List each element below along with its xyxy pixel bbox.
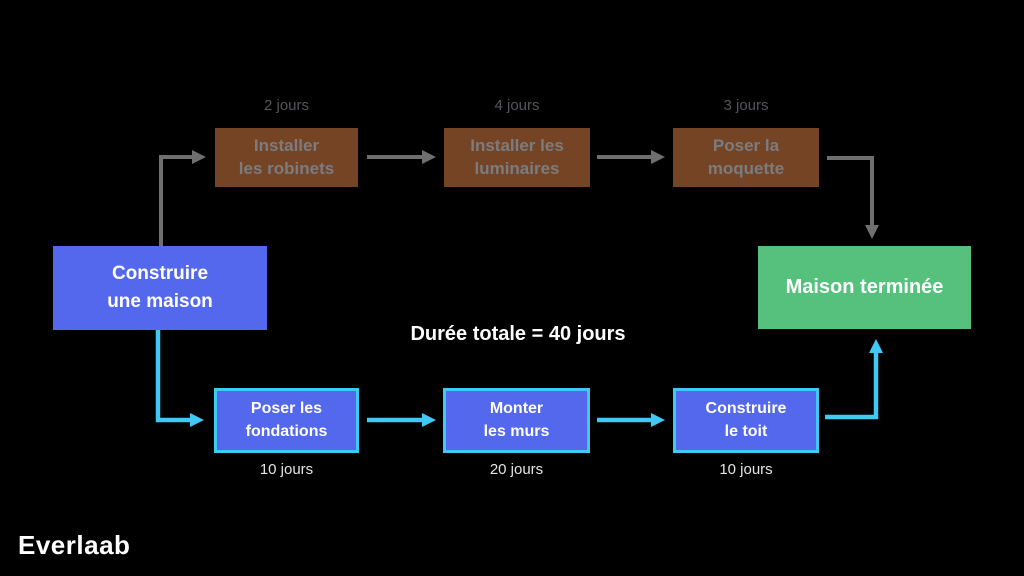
node-monter-les-murs: Monter les murs bbox=[443, 388, 590, 453]
node-end-maison-terminee: Maison terminée bbox=[758, 246, 971, 329]
arrow-start-to-robinets bbox=[159, 150, 206, 246]
duration-murs: 20 jours bbox=[489, 461, 544, 478]
everlaab-logo: Everlaab bbox=[18, 530, 131, 560]
duration-moquette: 3 jours bbox=[723, 97, 769, 114]
arrow-moquette-to-end bbox=[827, 156, 879, 239]
node-installer-les-luminaires: Installer les luminaires bbox=[444, 128, 590, 187]
arrow-toit-to-end bbox=[825, 339, 883, 420]
duration-luminaires: 4 jours bbox=[494, 97, 540, 114]
total-duration-text: Durée totale = 40 jours bbox=[410, 323, 626, 345]
duration-fondations: 10 jours bbox=[259, 461, 314, 478]
duration-toit: 10 jours bbox=[719, 461, 773, 478]
node-construire-le-toit: Construire le toit bbox=[673, 388, 819, 453]
arrow-start-to-fondations bbox=[155, 330, 204, 427]
node-poser-la-moquette: Poser la moquette bbox=[673, 128, 819, 187]
node-poser-les-fondations: Poser les fondations bbox=[214, 388, 359, 453]
node-start-construire-une-maison: Construire une maison bbox=[53, 246, 267, 330]
duration-robinets: 2 jours bbox=[263, 97, 310, 114]
node-installer-les-robinets: Installer les robinets bbox=[215, 128, 358, 187]
